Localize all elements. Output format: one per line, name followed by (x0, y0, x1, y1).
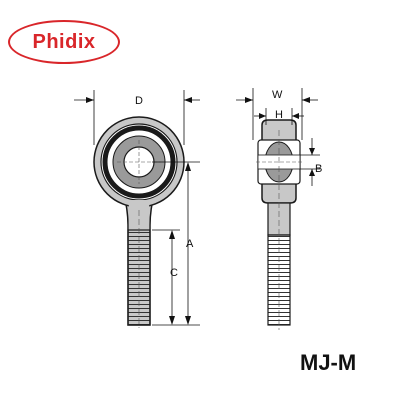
brand-name: Phidix (32, 30, 96, 53)
side-view: W H B (236, 88, 322, 330)
brand-logo: Phidix (8, 20, 120, 64)
model-number: MJ-M (300, 350, 357, 375)
dim-H-label: H (275, 109, 283, 121)
front-view: D A C (74, 90, 200, 328)
dim-D-label: D (135, 95, 143, 107)
dim-B-label: B (315, 163, 322, 175)
dim-W-label: W (272, 89, 283, 101)
dim-A-label: A (186, 238, 194, 250)
dim-C-label: C (170, 267, 178, 279)
